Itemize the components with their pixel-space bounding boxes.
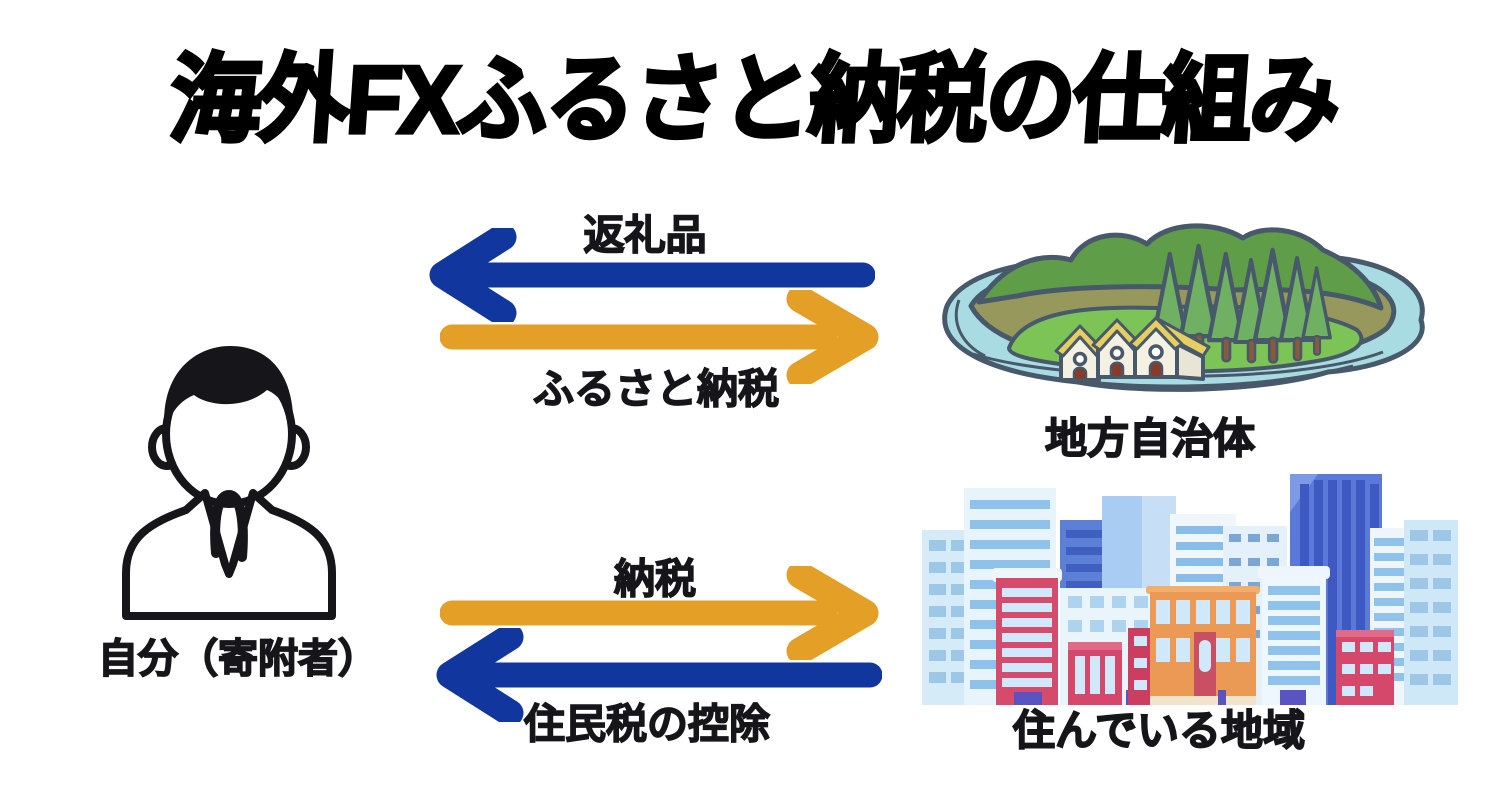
deduction-arrow [436,628,882,722]
flow-label-tax: 納税 [613,555,696,602]
municipality-label: 地方自治体 [1044,414,1256,463]
page-title: 海外FXふるさと納税の仕組み [165,45,1344,155]
businessperson-icon [122,346,336,620]
island-illustration [942,223,1425,392]
city-illustration [922,474,1458,705]
flow-label-gift: 返礼品 [583,211,707,258]
hair [164,346,294,435]
houses [1054,316,1211,382]
tax-arrow [440,566,879,660]
gift-arrow [429,228,875,322]
tie [210,489,248,562]
flow-label-donation: ふるさと納税 [532,365,779,412]
flow-label-deduction: 住民税の控除 [523,700,770,747]
donor-label: 自分（寄附者） [97,636,379,682]
home-region-label: 住んでいる地域 [1012,706,1306,755]
donation-arrow [440,290,879,384]
